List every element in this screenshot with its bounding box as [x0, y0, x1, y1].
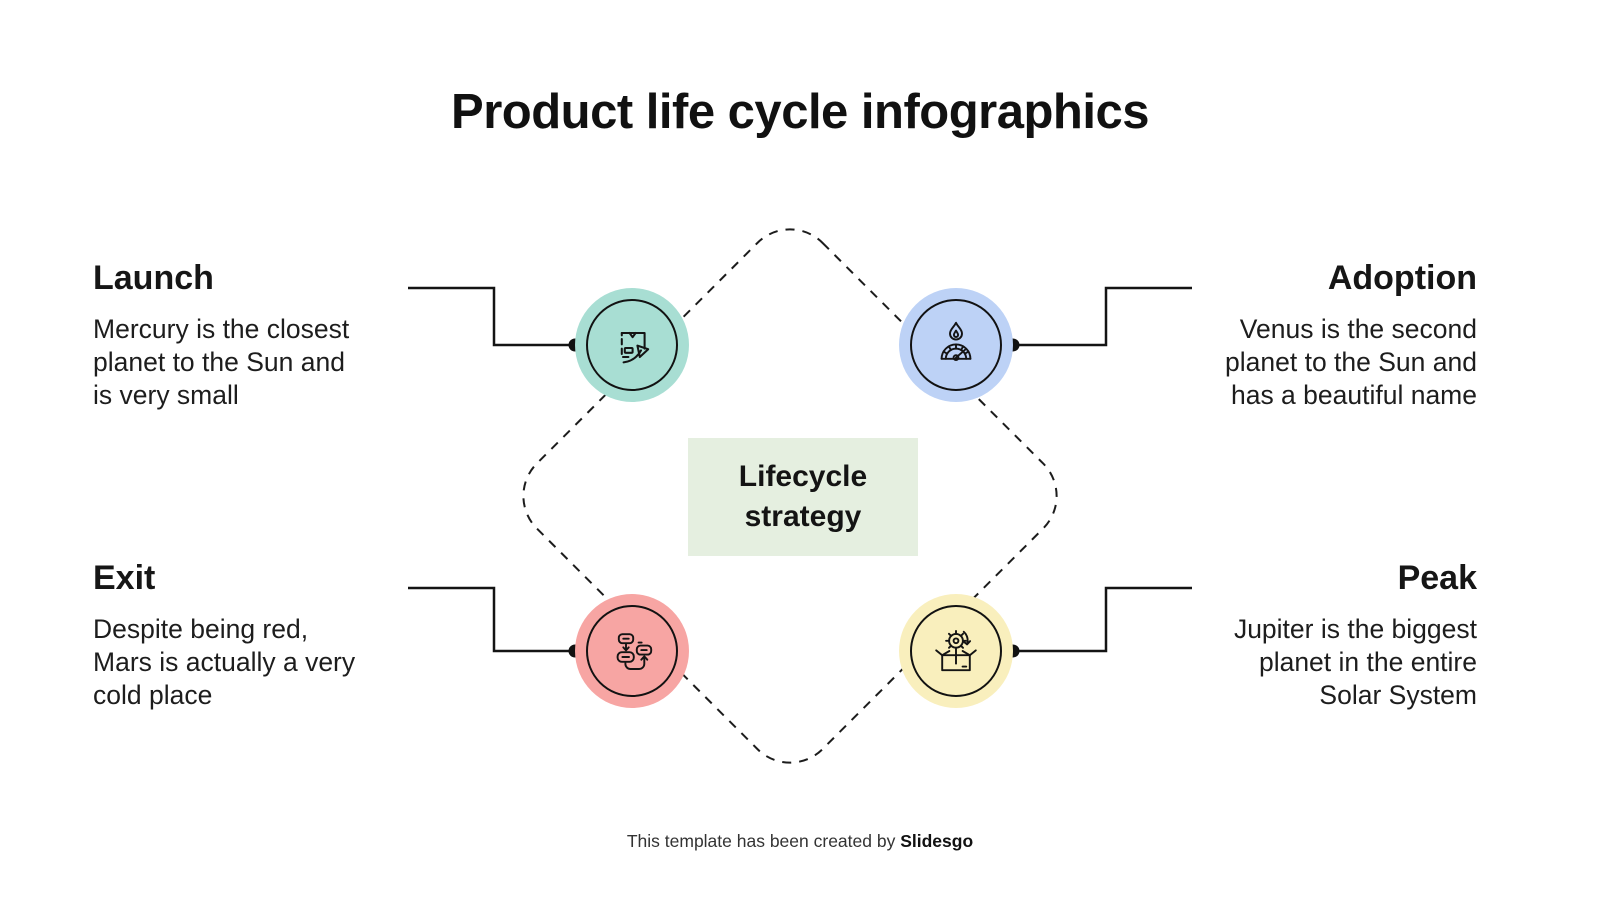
node-ring: [910, 299, 1002, 391]
stage-adoption-node: [899, 288, 1013, 402]
gauge-flame-icon: [940, 321, 972, 361]
stage-adoption-heading: Adoption: [1327, 259, 1477, 297]
connector-bottom-right: [1019, 586, 1192, 653]
stage-peak-heading: Peak: [1397, 559, 1477, 597]
stage-exit-node: [575, 594, 689, 708]
stage-exit-description: Despite being red, Mars is actually a ve…: [93, 614, 356, 710]
package-arrow-icon: [620, 331, 650, 364]
stage-launch-node: [575, 288, 689, 402]
flowchart-loop-icon: [616, 633, 653, 670]
stage-peak-text: Peak Jupiter is the biggest planet in th…: [1145, 558, 1477, 712]
stage-adoption-description: Venus is the second planet to the Sun an…: [1225, 314, 1477, 410]
footer-credit-text: This template has been created by: [626, 831, 896, 851]
footer-credit: This template has been created by Slides…: [0, 831, 1600, 852]
stage-launch-heading: Launch: [93, 259, 214, 297]
connector-bottom-left: [408, 586, 571, 653]
node-ring: [586, 605, 678, 697]
stage-adoption-text: Adoption Venus is the second planet to t…: [1145, 258, 1477, 412]
stage-launch-text: Launch Mercury is the closest planet to …: [93, 258, 425, 412]
stage-exit-heading: Exit: [93, 559, 156, 597]
node-ring: [910, 605, 1002, 697]
stage-peak-node: [899, 594, 1013, 708]
stage-launch-description: Mercury is the closest planet to the Sun…: [93, 314, 350, 410]
center-strategy-label: Lifecycle strategy: [738, 460, 868, 533]
open-box-gear-icon: [935, 629, 977, 672]
stage-peak-description: Jupiter is the biggest planet in the ent…: [1233, 614, 1477, 710]
footer-brand: Slidesgo: [900, 831, 974, 851]
connector-top-right: [1019, 286, 1192, 347]
stage-exit-text: Exit Despite being red, Mars is actually…: [93, 558, 425, 712]
node-ring: [586, 299, 678, 391]
page-title: Product life cycle infographics: [451, 85, 1149, 139]
center-strategy-box: Lifecycle strategy: [688, 438, 918, 556]
connector-top-left: [408, 286, 571, 347]
